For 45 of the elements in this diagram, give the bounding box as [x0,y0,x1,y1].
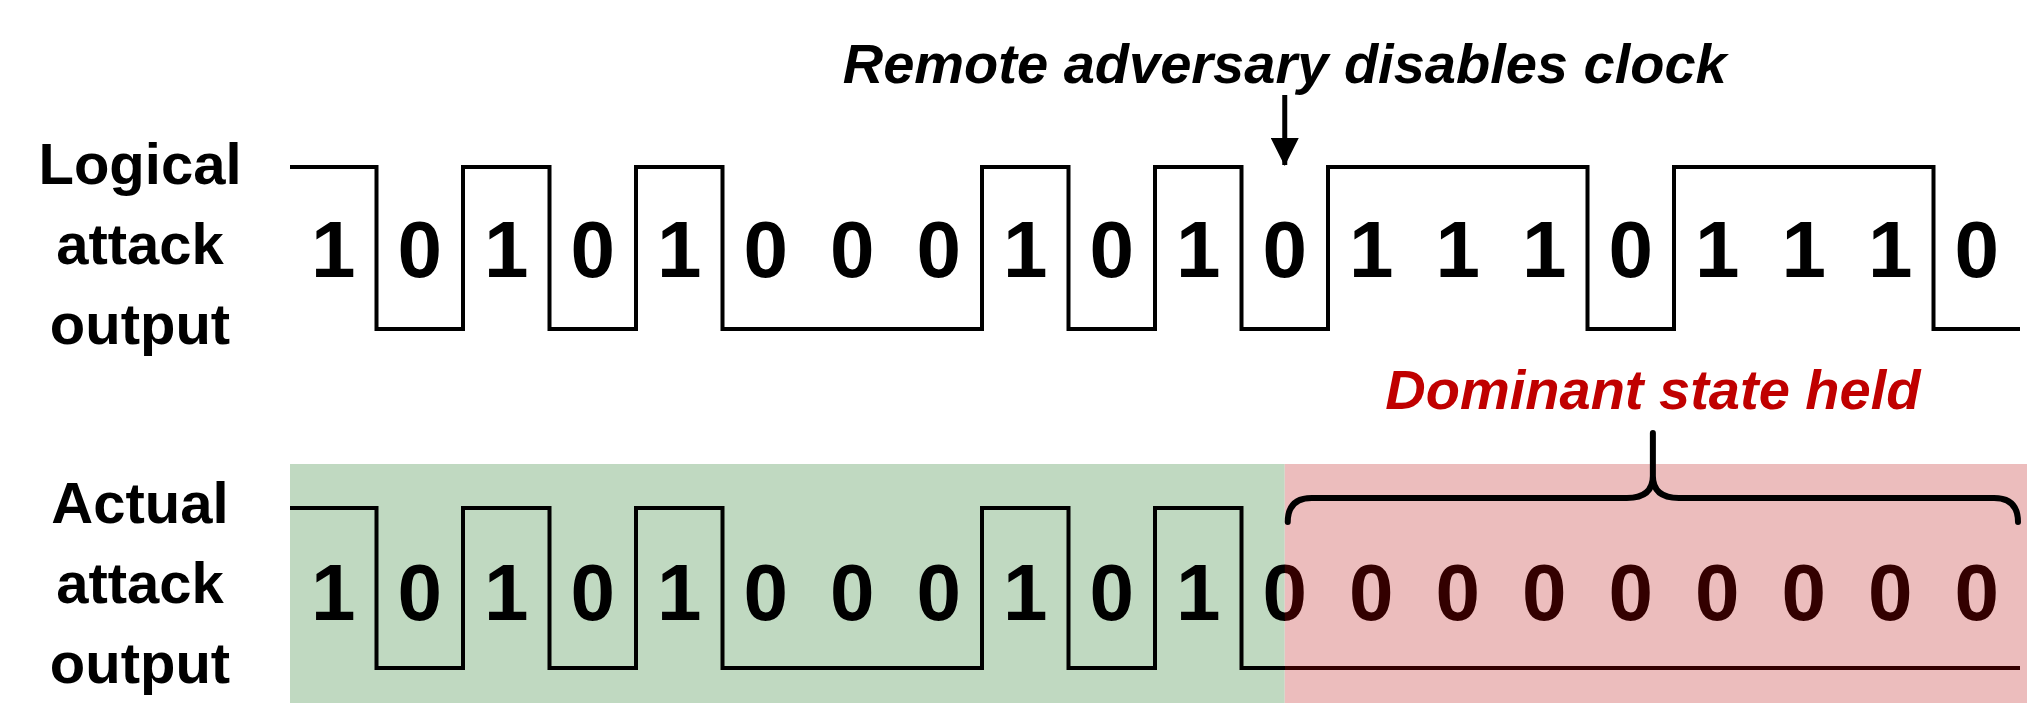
bit-value: 1 [1003,553,1048,633]
bit-value: 0 [743,210,788,290]
bit-value: 0 [830,210,875,290]
bit-value: 0 [1349,553,1394,633]
annotation-text: Dominant state held [1385,359,1921,421]
bit-value: 1 [1868,210,1913,290]
bit-value: 0 [397,553,442,633]
bit-value: 0 [1695,553,1740,633]
signal-waveform [290,165,2020,331]
bit-value: 1 [484,553,529,633]
bit-value: 1 [1522,210,1567,290]
bit-value: 1 [1695,210,1740,290]
bit-value: 0 [1089,553,1134,633]
bit-value: 0 [1522,553,1567,633]
bit-value: 0 [570,553,615,633]
bit-value: 1 [1781,210,1826,290]
bit-value: 0 [743,553,788,633]
bit-value: 0 [830,553,875,633]
bit-value: 0 [1262,210,1307,290]
bit-value: 1 [1176,210,1221,290]
row-label: Logical attack output [37,130,243,358]
bit-value: 1 [484,210,529,290]
annotation-text: Remote adversary disables clock [842,33,1727,95]
bit-value: 1 [311,553,356,633]
bit-value: 0 [1954,210,1999,290]
bit-value: 1 [657,553,702,633]
bit-value: 1 [1003,210,1048,290]
bit-value: 0 [1608,553,1653,633]
bit-value: 0 [397,210,442,290]
bit-value: 0 [570,210,615,290]
bit-value: 0 [1435,553,1480,633]
bit-value: 0 [1608,210,1653,290]
bit-value: 0 [1954,553,1999,633]
row-label: Actual attack output [48,469,232,697]
bit-value: 1 [1435,210,1480,290]
bit-value: 0 [916,553,961,633]
bit-value: 0 [1868,553,1913,633]
bit-value: 0 [1089,210,1134,290]
bit-value: 0 [916,210,961,290]
bit-value: 1 [1349,210,1394,290]
arrow [1270,95,1299,166]
bit-value: 1 [657,210,702,290]
bit-value: 1 [1176,553,1221,633]
bit-value: 1 [311,210,356,290]
bit-value: 0 [1781,553,1826,633]
